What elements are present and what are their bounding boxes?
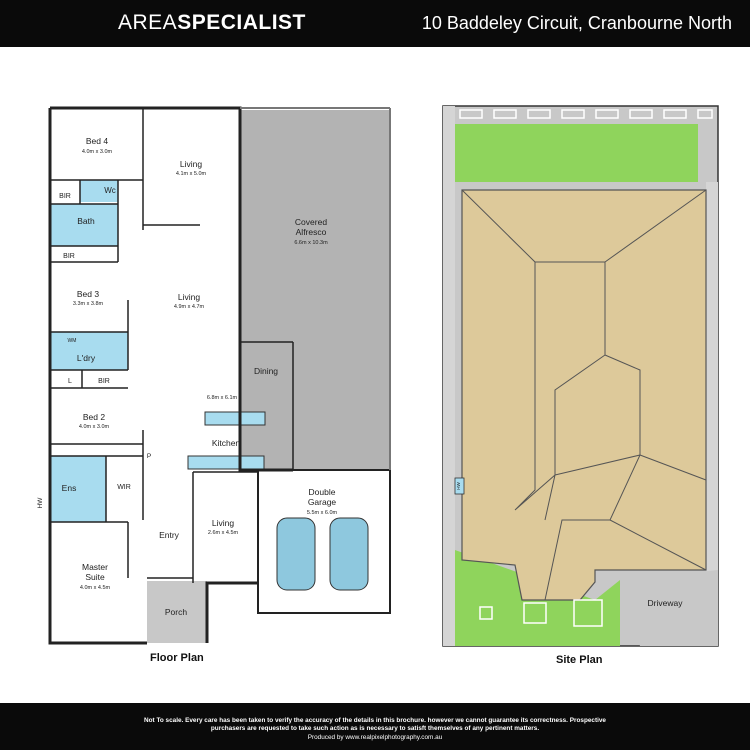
- pantry-label: P: [147, 453, 151, 460]
- disclaimer-line-2: purchasers are requested to take such ac…: [210, 725, 540, 732]
- planter-1: [479, 606, 493, 620]
- living2-label: Living: [178, 292, 200, 302]
- bed3-size: 3.3m x 3.8m: [73, 301, 104, 307]
- site-plan-caption: Site Plan: [556, 654, 603, 666]
- linen-label: L: [68, 378, 72, 385]
- porch-label: Porch: [165, 607, 187, 617]
- brand-light-text: AREA: [118, 11, 178, 34]
- bir-top-label: BIR: [59, 193, 71, 200]
- site-plan: HW Driveway: [442, 105, 719, 647]
- kitchen-island: [204, 411, 266, 426]
- living3-label: Living: [212, 518, 234, 528]
- right-side-path: [706, 182, 718, 572]
- bed2-label: Bed 2: [83, 412, 105, 422]
- bed3-label: Bed 3: [77, 289, 99, 299]
- kitchen-size: 6.8m x 6.1m: [207, 395, 238, 401]
- brand-logo: AREASPECIALIST: [118, 11, 306, 35]
- bir-low-label: BIR: [98, 378, 110, 385]
- bed4-label: Bed 4: [86, 136, 108, 146]
- master-label-2: Suite: [85, 572, 105, 582]
- alfresco-label-2: Alfresco: [296, 227, 327, 237]
- bath-label: Bath: [77, 216, 95, 226]
- floor-plan-caption: Floor Plan: [150, 652, 204, 664]
- house-roof: [461, 189, 707, 601]
- wir-label: WIR: [117, 484, 131, 491]
- master-label-1: Master: [82, 562, 108, 572]
- bath-wet-area: [50, 204, 118, 246]
- alfresco-label-1: Covered: [295, 217, 327, 227]
- planter-3: [573, 599, 603, 627]
- left-side-path: [443, 106, 455, 646]
- dining-label: Dining: [254, 366, 278, 376]
- laundry-label: L'dry: [77, 353, 96, 363]
- wm-label: WM: [68, 338, 77, 344]
- rear-lawn: [455, 124, 698, 182]
- master-size: 4.0m x 4.5m: [80, 585, 111, 591]
- bir-mid-label: BIR: [63, 253, 75, 260]
- disclaimer-line-1: Not To scale. Every care has been taken …: [144, 717, 606, 724]
- porch-area: [147, 581, 207, 643]
- living3-size: 2.6m x 4.5m: [208, 530, 239, 536]
- living1-size: 4.1m x 5.0m: [176, 171, 207, 177]
- site-hw-label: HW: [456, 482, 461, 490]
- hw-unit: [454, 477, 465, 495]
- brand-bold-text: SPECIALIST: [177, 11, 306, 34]
- header-bar: AREASPECIALIST 10 Baddeley Circuit, Cran…: [0, 0, 750, 47]
- rear-fence-markers: [459, 109, 713, 119]
- living1-label: Living: [180, 159, 202, 169]
- living2-size: 4.9m x 4.7m: [174, 304, 205, 310]
- wc-label: Wc: [104, 186, 116, 195]
- alfresco-dining-ext: [293, 342, 390, 470]
- hw-label: HW: [37, 497, 44, 509]
- laundry-wet-area: [50, 332, 128, 370]
- driveway-area: [620, 570, 718, 646]
- planter-2: [523, 602, 547, 624]
- garage-label-1: Double: [309, 487, 336, 497]
- car-left: [276, 517, 316, 591]
- property-address: 10 Baddeley Circuit, Cranbourne North: [421, 13, 732, 33]
- alfresco-size: 6.6m x 10.3m: [294, 240, 328, 246]
- roof-ridges: [461, 189, 707, 601]
- garage-size: 5.5m x 6.0m: [307, 510, 338, 516]
- garage-label-2: Garage: [308, 497, 337, 507]
- floor-plan: Bed 4 4.0m x 3.0m Living 4.1m x 5.0m Cov…: [37, 106, 391, 645]
- kitchen-label: Kitchen: [212, 438, 241, 448]
- producer-credit: Produced by www.realpixelphotography.com…: [307, 734, 443, 741]
- interior-walls: [49, 108, 294, 643]
- car-right: [329, 517, 369, 591]
- bed4-size: 4.0m x 3.0m: [82, 149, 113, 155]
- bed2-size: 4.0m x 3.0m: [79, 424, 110, 430]
- ens-label: Ens: [62, 483, 77, 493]
- kitchen-bench: [187, 455, 265, 470]
- entry-label: Entry: [159, 530, 180, 540]
- ens-wet-area: [50, 456, 106, 522]
- driveway-label: Driveway: [648, 598, 684, 608]
- wc-wet-area: [80, 180, 118, 202]
- footer-bar: Not To scale. Every care has been taken …: [0, 703, 750, 750]
